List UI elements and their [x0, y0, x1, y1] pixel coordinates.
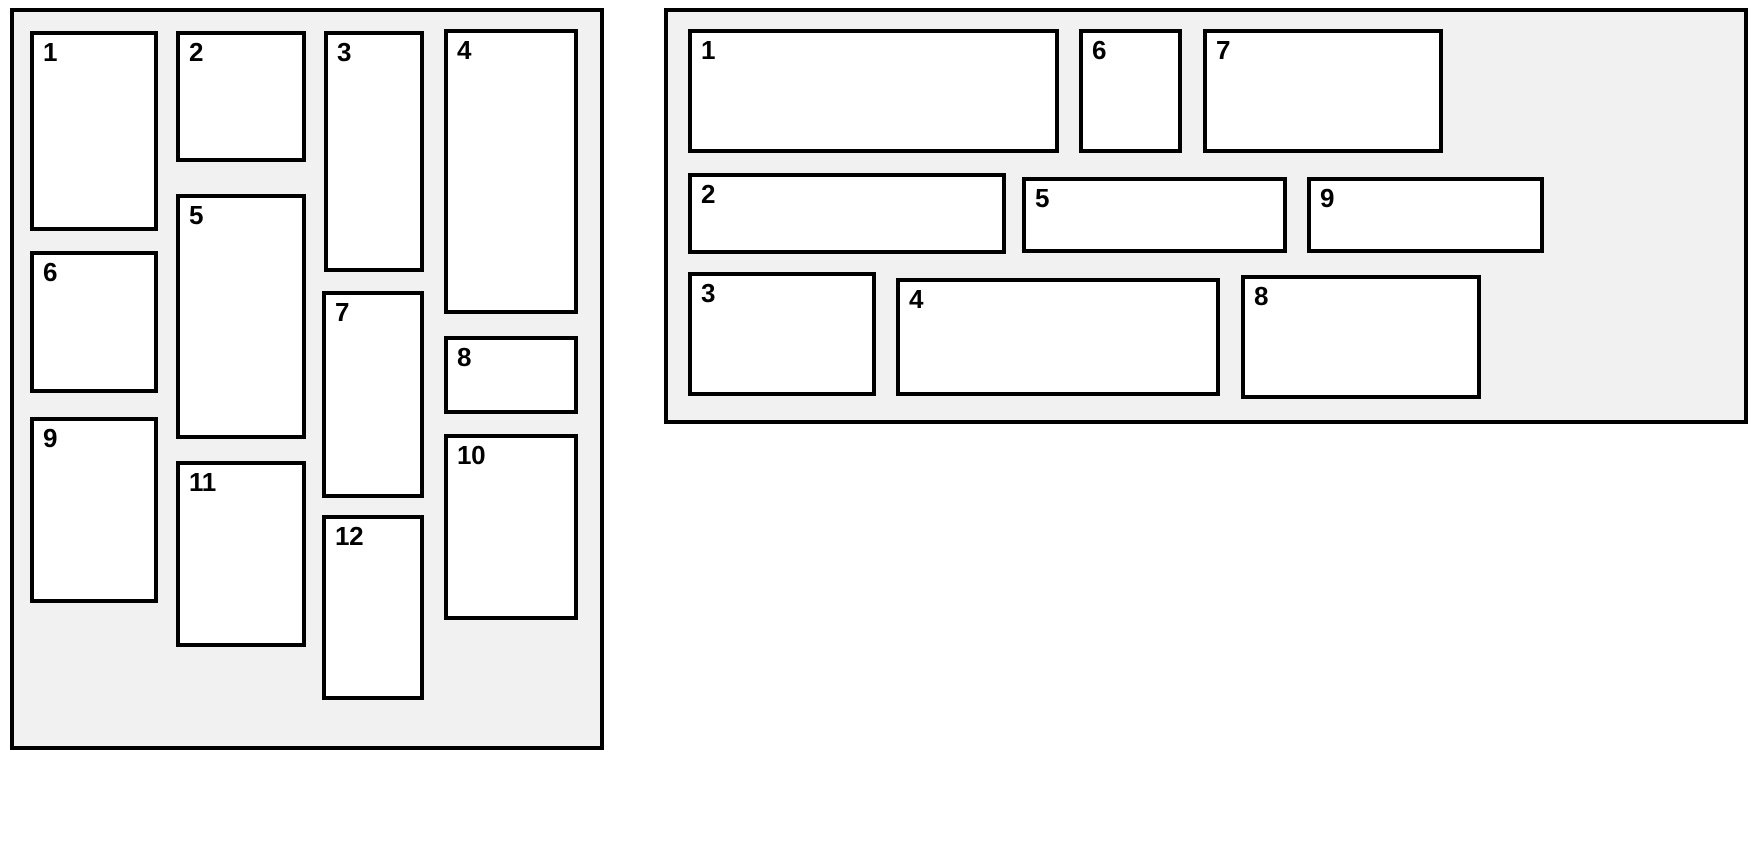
layout-cell-7[interactable]: 7 — [1203, 29, 1443, 153]
layout-cell-7[interactable]: 7 — [322, 291, 424, 498]
layout-cell-11[interactable]: 11 — [176, 461, 306, 647]
layout-cell-1[interactable]: 1 — [30, 31, 158, 231]
layout-cell-1[interactable]: 1 — [688, 29, 1059, 153]
layout-cell-4[interactable]: 4 — [444, 29, 578, 314]
layout-cell-label: 5 — [189, 200, 204, 230]
layout-cell-label: 8 — [1254, 281, 1269, 311]
layout-cell-8[interactable]: 8 — [444, 336, 578, 414]
layout-cell-label: 9 — [43, 423, 58, 453]
layout-cell-label: 1 — [43, 37, 58, 67]
layout-cell-2[interactable]: 2 — [688, 173, 1006, 254]
layout-cell-label: 1 — [701, 35, 716, 65]
layout-cell-label: 2 — [701, 179, 716, 209]
layout-cell-2[interactable]: 2 — [176, 31, 306, 162]
layout-cell-label: 7 — [335, 297, 350, 327]
layout-cell-6[interactable]: 6 — [30, 251, 158, 393]
layout-cell-label: 12 — [335, 521, 364, 551]
layout-cell-8[interactable]: 8 — [1241, 275, 1481, 399]
layout-cell-label: 4 — [909, 284, 924, 314]
layout-cell-label: 11 — [189, 467, 216, 497]
layout-cell-label: 6 — [1092, 35, 1107, 65]
layout-cell-label: 8 — [457, 342, 472, 372]
layout-cell-3[interactable]: 3 — [688, 272, 876, 396]
layout-cell-label: 7 — [1216, 35, 1231, 65]
layout-cell-9[interactable]: 9 — [30, 417, 158, 603]
layout-cell-10[interactable]: 10 — [444, 434, 578, 620]
layout-cell-label: 6 — [43, 257, 58, 287]
layout-cell-label: 2 — [189, 37, 204, 67]
layout-cell-5[interactable]: 5 — [176, 194, 306, 439]
layout-cell-12[interactable]: 12 — [322, 515, 424, 700]
layout-cell-label: 5 — [1035, 183, 1050, 213]
layout-cell-label: 4 — [457, 35, 472, 65]
layout-cell-9[interactable]: 9 — [1307, 177, 1544, 253]
layout-cell-3[interactable]: 3 — [324, 31, 424, 272]
layout-cell-label: 3 — [337, 37, 352, 67]
layout-cell-label: 10 — [457, 440, 486, 470]
layout-cell-5[interactable]: 5 — [1022, 177, 1287, 253]
layout-cell-label: 3 — [701, 278, 716, 308]
right-layout-panel: 1 6 7 2 5 9 3 4 8 — [664, 8, 1748, 424]
layout-cell-6[interactable]: 6 — [1079, 29, 1182, 153]
layout-cell-4[interactable]: 4 — [896, 278, 1220, 396]
layout-cell-label: 9 — [1320, 183, 1335, 213]
